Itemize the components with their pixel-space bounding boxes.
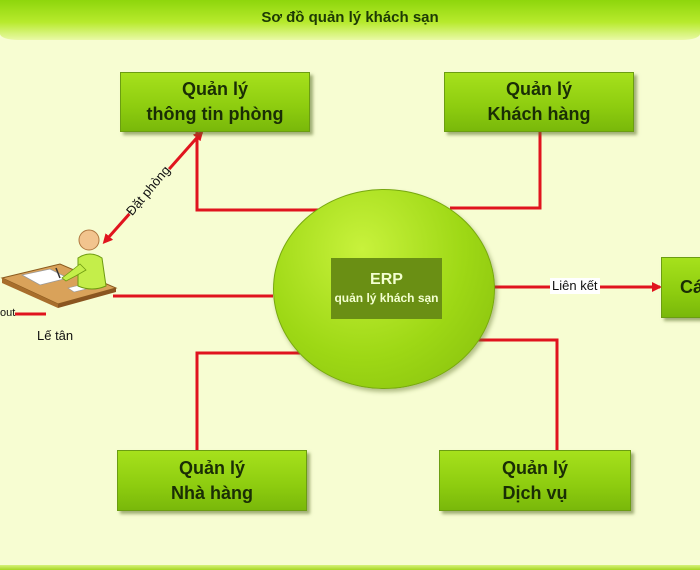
erp-title: ERP [370, 271, 403, 288]
receptionist-label: Lế tân [37, 328, 74, 343]
bottom-bar [0, 565, 700, 570]
node-customers-line1: Quản lý [505, 79, 572, 99]
node-customers[interactable]: Quản lý Khách hàng [444, 72, 634, 132]
connector-customers [450, 132, 542, 210]
node-room-info-line2: thông tin phòng [146, 104, 284, 124]
node-restaurant-line2: Nhà hàng [170, 482, 253, 503]
node-partial-right[interactable]: Cá [661, 257, 700, 318]
node-restaurant[interactable]: Quản lý Nhà hàng [117, 450, 307, 511]
node-services-line1: Quản lý [501, 457, 568, 478]
diagram-title: Sơ đồ quản lý khách sạn [261, 9, 439, 26]
node-services-line2: Dịch vụ [502, 482, 568, 503]
title-bar [0, 0, 700, 40]
connector-restaurant [195, 351, 300, 452]
node-services[interactable]: Quản lý Dịch vụ [439, 450, 631, 511]
node-room-info[interactable]: Quản lý thông tin phòng [120, 72, 310, 132]
connector-room-info [195, 132, 318, 212]
checkout-label: out [0, 306, 16, 320]
node-partial-right-text: Cá [680, 277, 700, 297]
node-customers-line2: Khách hàng [487, 104, 591, 124]
node-restaurant-line1: Quản lý [178, 457, 245, 478]
node-room-info-line1: Quản lý [181, 79, 248, 99]
link-label: Liên kết [550, 278, 600, 294]
erp-subtitle: quản lý khách sạn [334, 291, 439, 305]
receptionist-at-desk-icon [0, 228, 120, 313]
connector-services [478, 338, 559, 452]
erp-label-box: ERP quản lý khách sạn [331, 258, 442, 319]
